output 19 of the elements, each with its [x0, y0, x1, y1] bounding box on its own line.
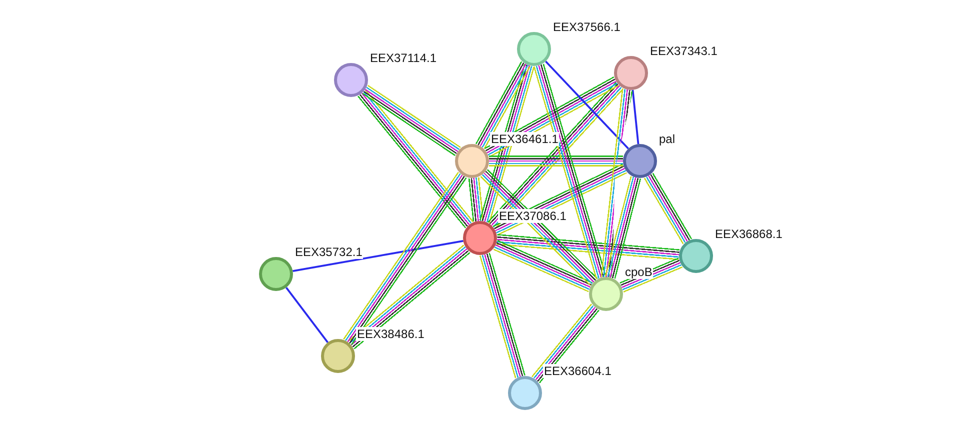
node-label: EEX35732.1	[294, 245, 364, 259]
node-label: EEX37343.1	[649, 44, 718, 58]
protein-node	[614, 56, 648, 90]
protein-node	[623, 144, 657, 178]
protein-node	[508, 376, 542, 410]
node-label: EEX36868.1	[714, 227, 784, 241]
node-label: cpoB	[624, 265, 654, 279]
node-label: EEX36604.1	[543, 364, 612, 378]
protein-node	[517, 32, 551, 66]
node-label: EEX37114.1	[369, 51, 438, 65]
node-label: pal	[658, 132, 676, 146]
protein-node	[334, 63, 368, 97]
protein-node	[259, 257, 293, 291]
node-label: EEX38486.1	[356, 327, 426, 341]
node-label: EEX37086.1	[498, 209, 568, 223]
node-label: EEX37566.1	[552, 20, 622, 34]
protein-node	[321, 339, 355, 373]
node-label: EEX36461.1	[490, 132, 560, 146]
protein-node	[679, 239, 713, 273]
